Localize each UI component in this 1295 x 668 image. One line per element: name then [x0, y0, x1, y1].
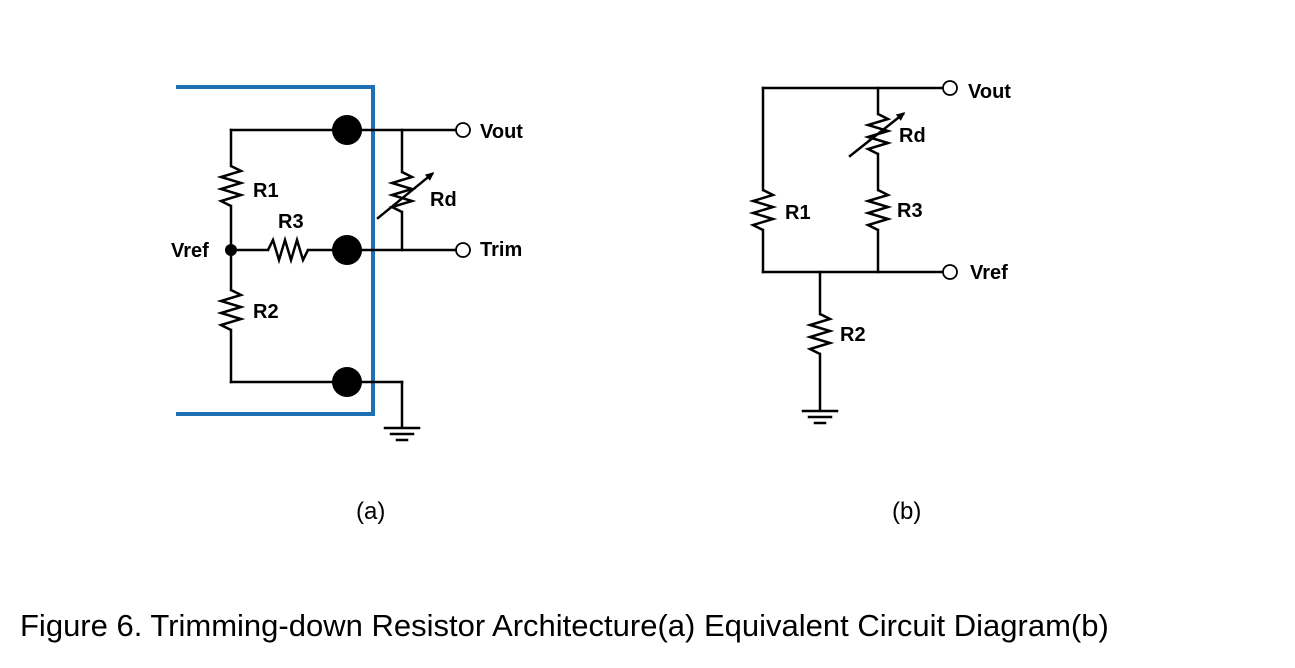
terminal-trim-a	[455, 242, 471, 258]
variable-arrow-icon	[376, 172, 435, 220]
label-r3-a: R3	[278, 211, 304, 233]
ground-icon	[801, 409, 839, 425]
variable-arrow-icon-b	[848, 112, 906, 158]
terminal-vout-a	[455, 122, 471, 138]
pin-trim-a	[332, 235, 362, 265]
resistor-r1-b	[748, 188, 778, 232]
label-r3-b: R3	[897, 200, 923, 222]
label-vref-b: Vref	[970, 262, 1008, 284]
terminal-vref-b	[942, 264, 958, 280]
label-vout-a: Vout	[480, 121, 523, 143]
resistor-r3-a	[266, 235, 310, 265]
sublabel-a: (a)	[356, 498, 385, 525]
label-r2-b: R2	[840, 324, 866, 346]
resistor-r2-b	[805, 312, 835, 356]
label-r2-a: R2	[253, 301, 279, 323]
label-rd-b: Rd	[899, 125, 926, 147]
label-rd-a: Rd	[430, 189, 457, 211]
diagram-b: Vout Vref R1 R3 Rd R2 (b)	[748, 80, 1011, 525]
resistor-rd-a	[387, 170, 417, 214]
resistor-r2-a	[216, 288, 246, 332]
resistor-r3-b	[863, 188, 893, 232]
label-vout-b: Vout	[968, 81, 1011, 103]
label-vref-a: Vref	[171, 240, 209, 262]
resistor-r1-a	[216, 164, 246, 208]
terminal-vout-b	[942, 80, 958, 96]
label-trim-a: Trim	[480, 239, 522, 261]
ground-icon	[383, 426, 421, 442]
label-r1-a: R1	[253, 180, 279, 202]
figure-caption: Figure 6. Trimming-down Resistor Archite…	[20, 608, 1109, 643]
sublabel-b: (b)	[892, 498, 921, 525]
label-r1-b: R1	[785, 202, 811, 224]
pin-vout-a	[332, 115, 362, 145]
pin-gnd-a	[332, 367, 362, 397]
vref-node-a	[225, 244, 237, 256]
diagram-a: Vout Trim Vref R1 R2 R3 Rd (a)	[171, 85, 523, 525]
